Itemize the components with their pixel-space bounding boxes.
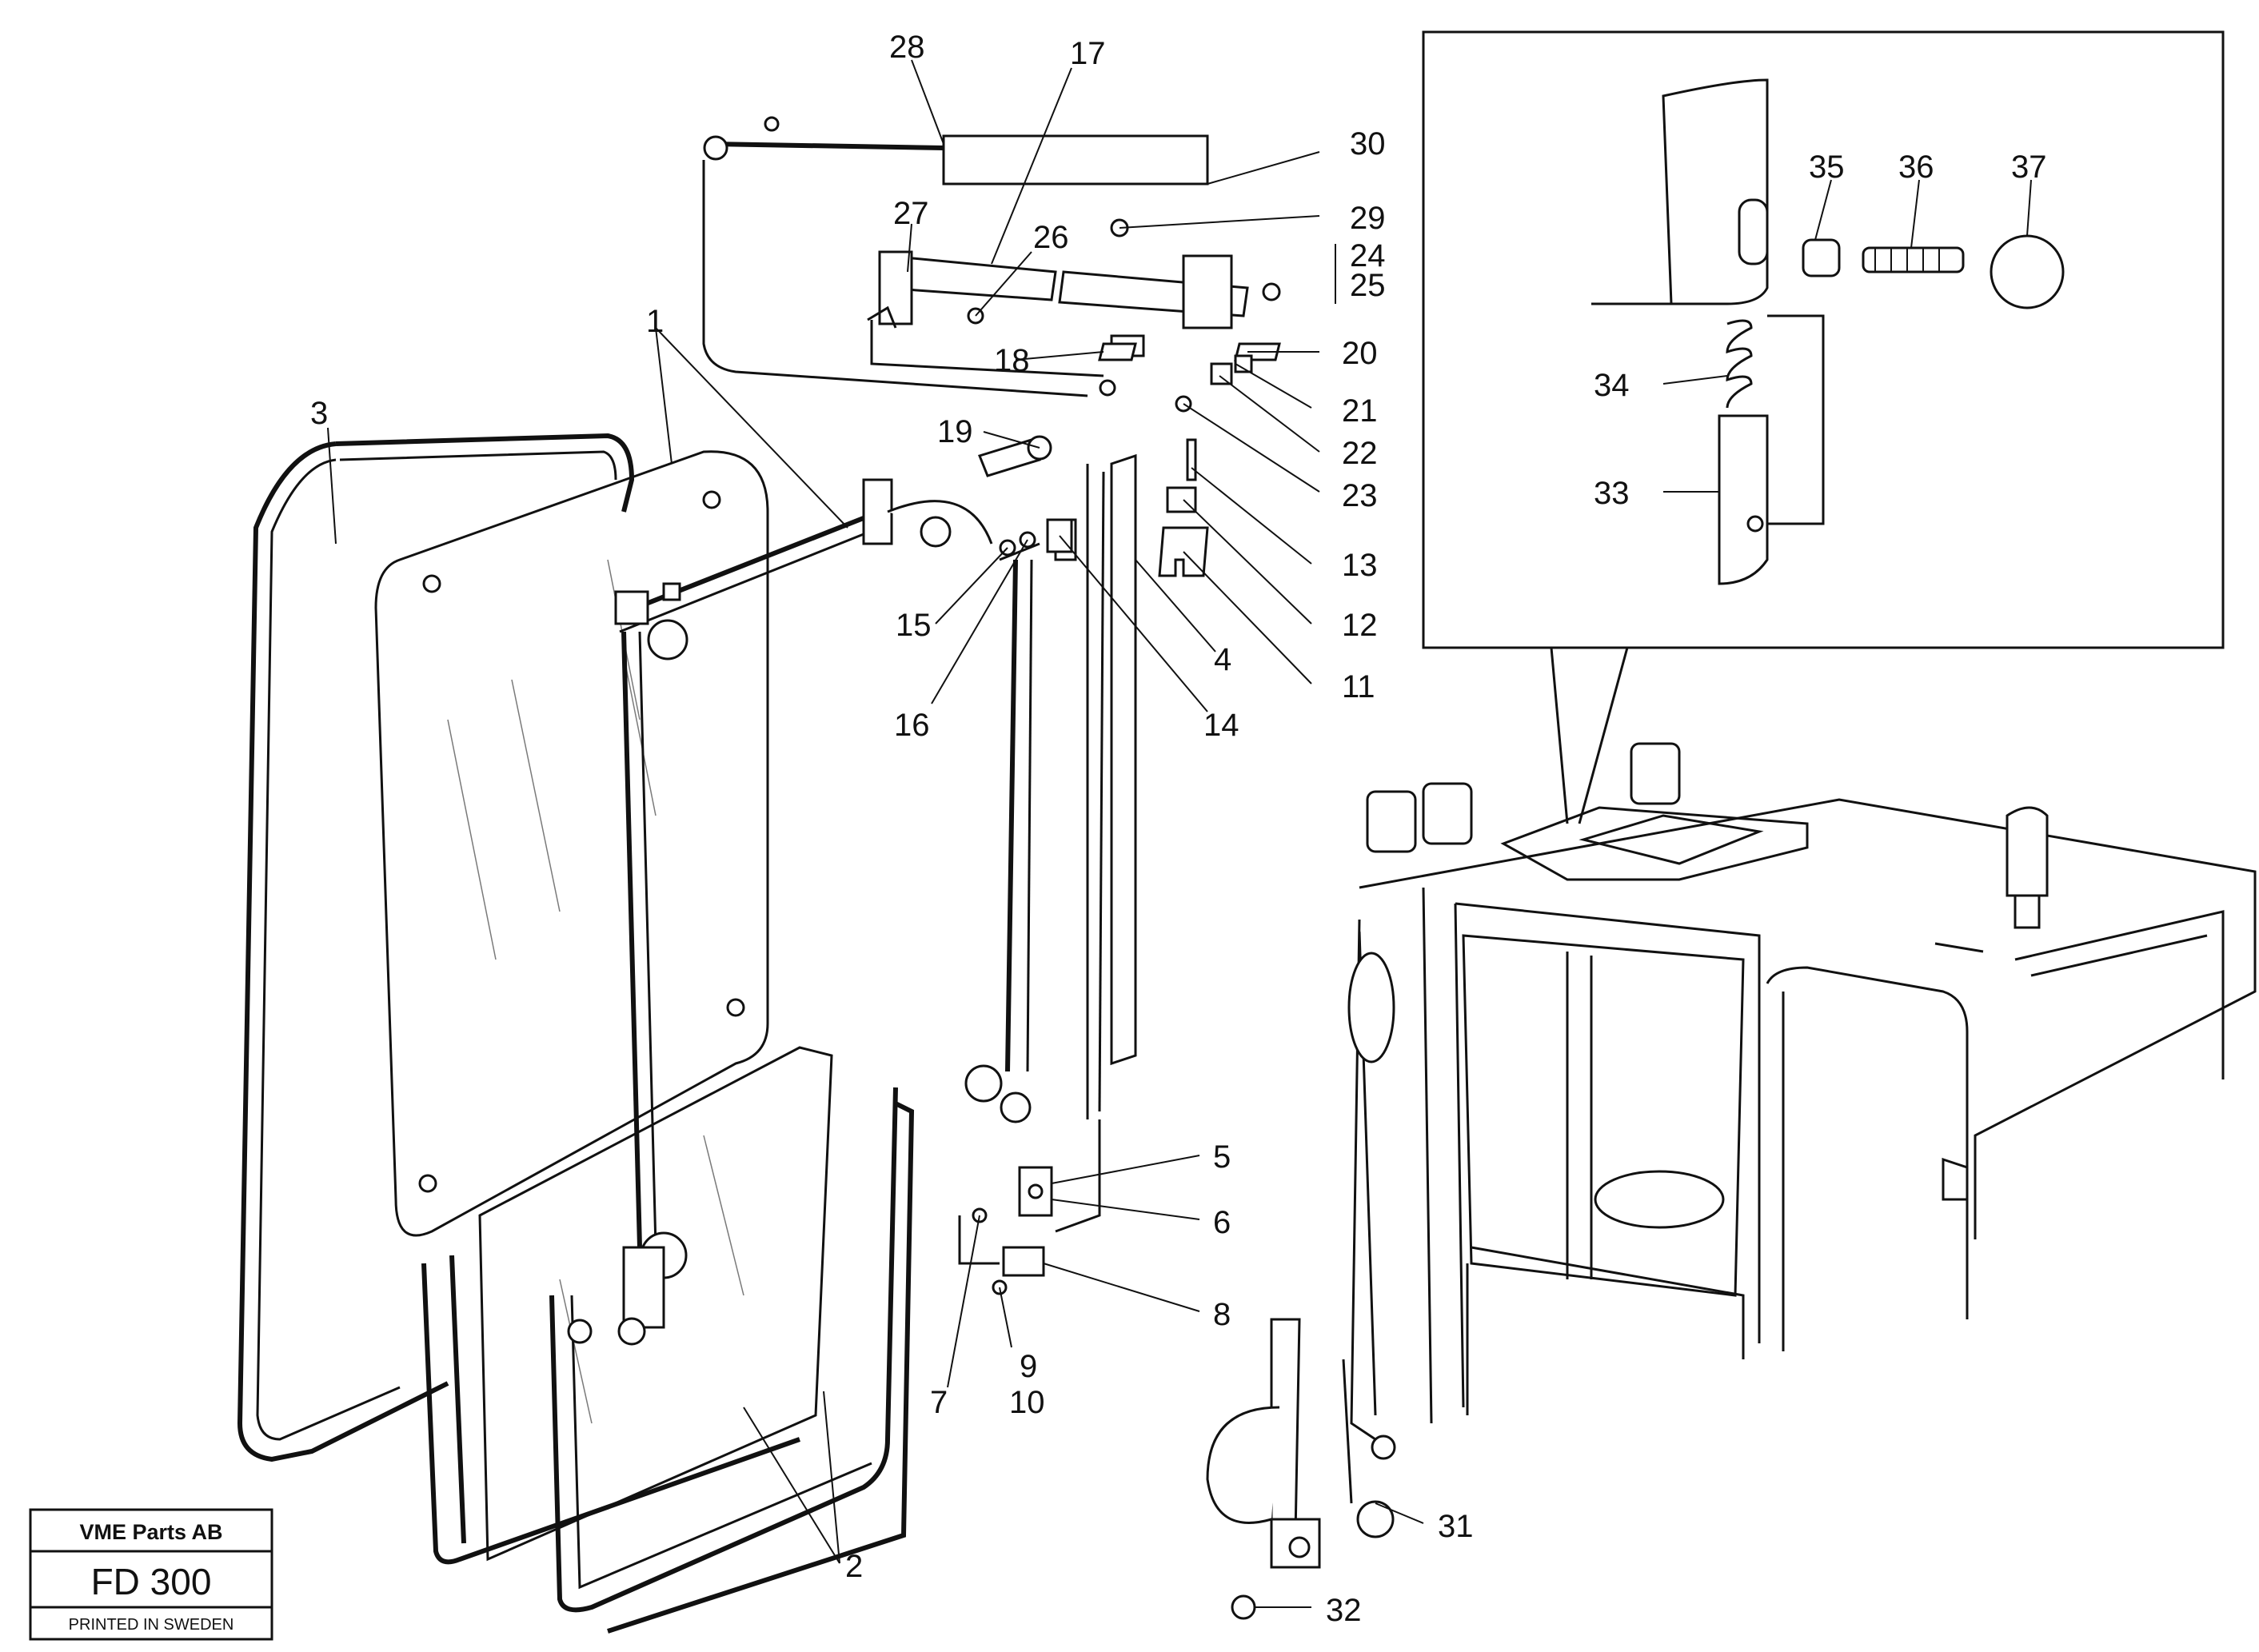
label-34: 34 bbox=[1594, 368, 1630, 403]
label-25: 25 bbox=[1350, 268, 1386, 303]
hinge-rails bbox=[867, 250, 1281, 377]
label-8: 8 bbox=[1213, 1297, 1231, 1332]
label-18: 18 bbox=[994, 343, 1030, 378]
label-2: 2 bbox=[845, 1549, 863, 1584]
label-10: 10 bbox=[1009, 1385, 1045, 1420]
label-32: 32 bbox=[1326, 1593, 1362, 1628]
small-parts bbox=[958, 342, 1253, 1295]
window-seal-frame bbox=[237, 433, 635, 1462]
lower-hinge bbox=[1206, 1318, 1396, 1620]
label-5: 5 bbox=[1213, 1139, 1231, 1175]
label-37: 37 bbox=[2011, 150, 2047, 185]
label-11: 11 bbox=[1342, 669, 1375, 704]
label-28: 28 bbox=[889, 30, 925, 65]
label-6: 6 bbox=[1213, 1205, 1231, 1240]
title-block: VME Parts AB FD 300 PRINTED IN SWEDEN bbox=[29, 1508, 273, 1641]
label-4: 4 bbox=[1214, 642, 1231, 677]
link-rod-assembly bbox=[567, 478, 993, 1346]
upper-glass-pane bbox=[374, 450, 769, 1237]
part-labels: 28 17 30 29 27 26 24 25 18 20 21 19 22 2… bbox=[310, 30, 2047, 1628]
vertical-channel bbox=[964, 453, 1137, 1123]
lower-glass-frame bbox=[421, 1046, 915, 1634]
label-21: 21 bbox=[1342, 393, 1378, 429]
cab-illustration bbox=[1347, 742, 2257, 1441]
label-27: 27 bbox=[893, 196, 929, 231]
label-36: 36 bbox=[1898, 150, 1934, 185]
label-16: 16 bbox=[894, 708, 930, 743]
label-20: 20 bbox=[1342, 336, 1378, 371]
label-3: 3 bbox=[310, 396, 328, 431]
label-35: 35 bbox=[1809, 150, 1845, 185]
label-30: 30 bbox=[1350, 126, 1386, 162]
title-block-company: VME Parts AB bbox=[79, 1520, 222, 1544]
label-24: 24 bbox=[1350, 238, 1386, 273]
detail-inset bbox=[1422, 30, 2225, 824]
label-12: 12 bbox=[1342, 608, 1378, 643]
label-9: 9 bbox=[1020, 1349, 1037, 1384]
leader-lines bbox=[327, 59, 2032, 1608]
label-31: 31 bbox=[1438, 1509, 1474, 1544]
gas-strut bbox=[702, 116, 1209, 397]
label-14: 14 bbox=[1203, 708, 1239, 743]
label-17: 17 bbox=[1070, 36, 1106, 71]
title-block-code: FD 300 bbox=[91, 1561, 212, 1602]
label-15: 15 bbox=[896, 608, 932, 643]
label-19: 19 bbox=[937, 414, 973, 449]
title-block-footer: PRINTED IN SWEDEN bbox=[69, 1616, 234, 1634]
label-7: 7 bbox=[930, 1385, 948, 1420]
label-1: 1 bbox=[646, 304, 664, 339]
label-23: 23 bbox=[1342, 478, 1378, 513]
label-13: 13 bbox=[1342, 548, 1378, 583]
label-26: 26 bbox=[1033, 220, 1069, 255]
label-22: 22 bbox=[1342, 436, 1378, 471]
label-33: 33 bbox=[1594, 476, 1630, 511]
label-29: 29 bbox=[1350, 201, 1386, 236]
